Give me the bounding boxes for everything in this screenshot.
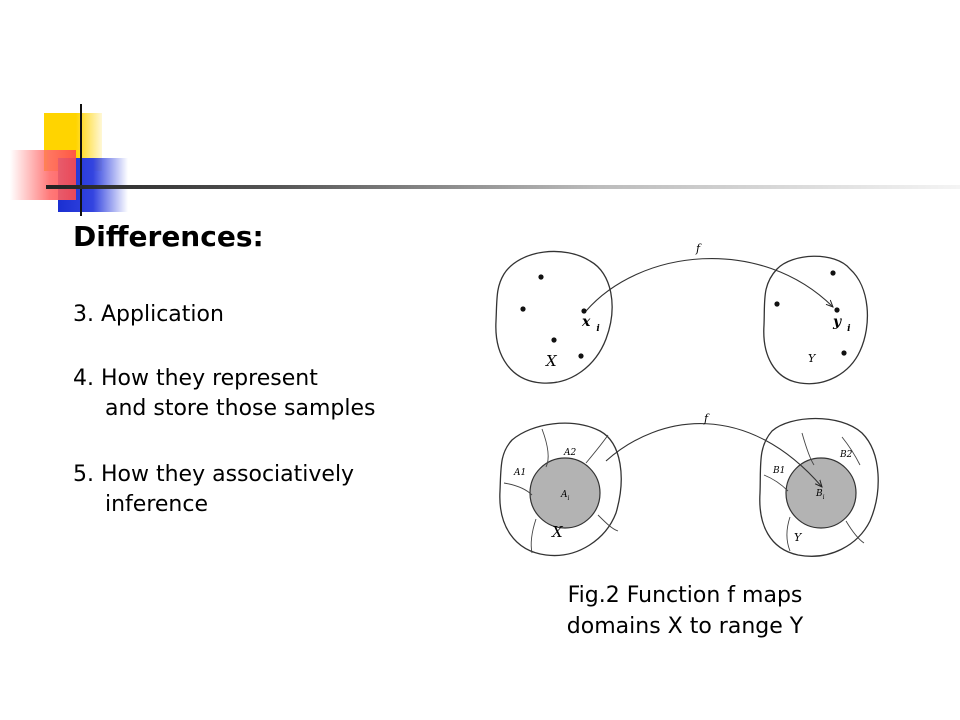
range-y-blob (763, 255, 869, 385)
domain-x-blob (499, 422, 622, 557)
mapping-arrow (585, 258, 833, 312)
sample-point (520, 306, 526, 312)
f-label: f (695, 242, 702, 255)
sample-point (774, 301, 780, 307)
mapping-arrow (605, 423, 822, 487)
sample-point (830, 270, 836, 276)
region-label-b1: B1 (772, 466, 785, 476)
region-label-b2: B2 (839, 450, 853, 460)
region-label-a1: A1 (513, 468, 526, 478)
region-label-a2: A2 (563, 448, 576, 458)
range-y-label: Y (794, 531, 803, 544)
region-boundary (597, 514, 619, 532)
domain-x-blob (495, 250, 613, 384)
neighborhood-disk (785, 457, 857, 529)
list-item: 3. Application (73, 300, 224, 330)
region-boundary (841, 436, 861, 466)
sample-point (581, 308, 587, 314)
region-boundary (541, 428, 549, 468)
sample-point (551, 337, 557, 343)
region-boundary (503, 482, 533, 496)
red-square-decoration (10, 150, 76, 200)
list-item-text: 4. How they represent (73, 366, 318, 391)
region-boundary (763, 474, 789, 492)
domain-x-label: X (551, 523, 564, 541)
sample-point (841, 350, 847, 356)
list-item-continuation: inference (105, 492, 209, 517)
figure-caption: Fig.2 Function f maps domains X to range… (530, 580, 840, 642)
list-item-continuation: and store those samples (105, 396, 376, 421)
list-item: 4. How they represent and store those sa… (73, 364, 376, 424)
list-item-text: 3. Application (73, 302, 224, 327)
slide-heading: Differences: (73, 220, 264, 253)
range-y-label: Y (808, 352, 817, 365)
list-item: 5. How they associatively inference (73, 460, 354, 520)
list-item-text: 5. How they associatively (73, 462, 355, 487)
region-boundary (801, 432, 815, 466)
region-boundary (530, 518, 537, 554)
region-boundary (845, 520, 865, 544)
bottom-mapping-diagram: A1 A2 Ai X B1 B2 Bi Y f (499, 412, 879, 557)
title-rule (46, 185, 960, 189)
range-y-blob (759, 417, 879, 557)
region-boundary (786, 516, 791, 552)
sample-point (578, 353, 584, 359)
region-label-bi: Bi (815, 489, 825, 501)
domain-x-label: X (545, 352, 558, 370)
sample-point (538, 274, 544, 280)
region-boundary (585, 434, 609, 464)
sample-point (834, 307, 840, 313)
caption-line: Fig.2 Function f maps (567, 583, 803, 608)
f-label: f (703, 412, 710, 425)
vertical-rule (80, 104, 82, 216)
caption-line: domains X to range Y (566, 614, 804, 639)
region-label-ai: Ai (560, 490, 570, 502)
